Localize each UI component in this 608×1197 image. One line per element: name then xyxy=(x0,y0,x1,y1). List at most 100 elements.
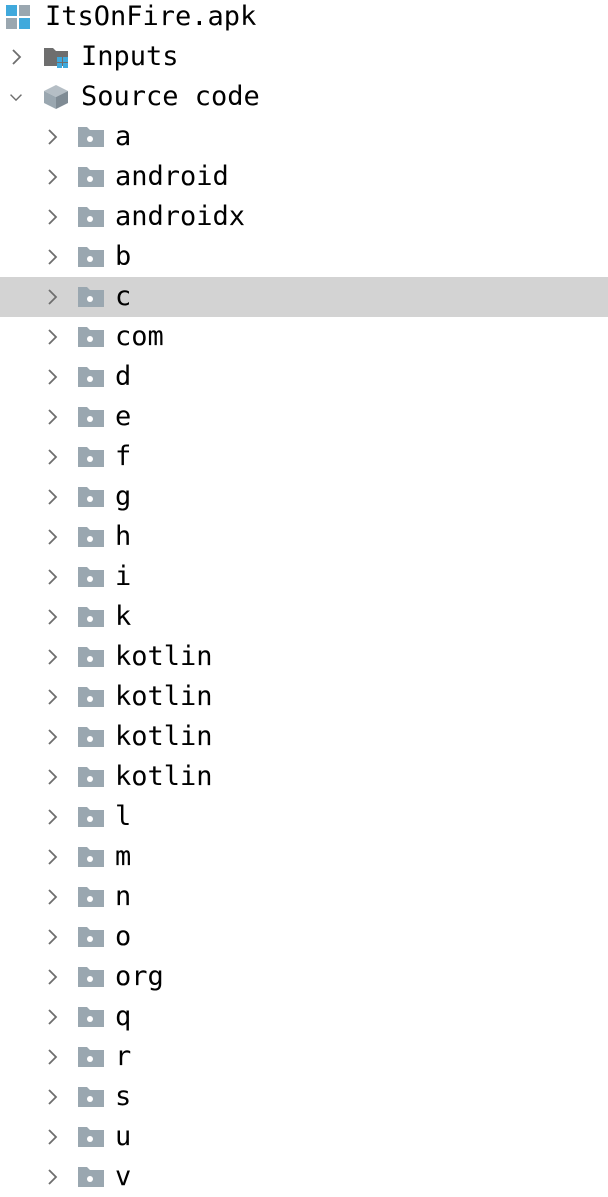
package-folder-icon xyxy=(77,204,105,230)
package-item[interactable]: s xyxy=(0,1077,608,1117)
package-label: q xyxy=(115,1001,132,1032)
chevron-right-icon[interactable] xyxy=(45,567,59,587)
chevron-right-icon[interactable] xyxy=(45,807,59,827)
package-item[interactable]: f xyxy=(0,437,608,477)
chevron-right-icon[interactable] xyxy=(45,327,59,347)
package-label: b xyxy=(115,241,132,272)
tree-item-inputs[interactable]: Inputs xyxy=(0,37,608,77)
chevron-right-icon[interactable] xyxy=(45,1087,59,1107)
chevron-right-icon[interactable] xyxy=(45,887,59,907)
package-label: i xyxy=(115,561,132,592)
chevron-right-icon[interactable] xyxy=(45,607,59,627)
package-label: kotlin xyxy=(115,681,213,712)
package-item[interactable]: androidx xyxy=(0,197,608,237)
package-folder-icon xyxy=(77,524,105,550)
chevron-right-icon[interactable] xyxy=(45,967,59,987)
chevron-right-icon[interactable] xyxy=(45,527,59,547)
package-folder-icon xyxy=(77,164,105,190)
package-item[interactable]: d xyxy=(0,357,608,397)
package-folder-icon xyxy=(77,364,105,390)
package-item[interactable]: c xyxy=(0,277,608,317)
chevron-right-icon[interactable] xyxy=(45,1007,59,1027)
package-folder-icon xyxy=(77,924,105,950)
chevron-right-icon[interactable] xyxy=(45,927,59,947)
package-item[interactable]: i xyxy=(0,557,608,597)
package-item[interactable]: e xyxy=(0,397,608,437)
package-item[interactable]: android xyxy=(0,157,608,197)
package-label: a xyxy=(115,121,132,152)
package-item[interactable]: kotlin xyxy=(0,677,608,717)
tree-item-source-code[interactable]: Source code xyxy=(0,77,608,117)
package-folder-icon xyxy=(77,404,105,430)
package-item[interactable]: com xyxy=(0,317,608,357)
package-item[interactable]: b xyxy=(0,237,608,277)
package-folder-icon xyxy=(77,804,105,830)
package-folder-icon xyxy=(77,604,105,630)
chevron-right-icon[interactable] xyxy=(45,847,59,867)
package-item[interactable]: v xyxy=(0,1157,608,1197)
package-folder-icon xyxy=(77,884,105,910)
chevron-right-icon[interactable] xyxy=(45,767,59,787)
package-item[interactable]: kotlin xyxy=(0,637,608,677)
package-label: d xyxy=(115,361,132,392)
package-folder-icon xyxy=(77,124,105,150)
package-label: f xyxy=(115,441,132,472)
package-item[interactable]: n xyxy=(0,877,608,917)
chevron-right-icon[interactable] xyxy=(45,247,59,267)
chevron-right-icon[interactable] xyxy=(9,47,23,67)
chevron-right-icon[interactable] xyxy=(45,287,59,307)
package-folder-icon xyxy=(77,444,105,470)
package-label: v xyxy=(115,1161,132,1192)
package-label: r xyxy=(115,1041,132,1072)
chevron-right-icon[interactable] xyxy=(45,1127,59,1147)
package-item[interactable]: a xyxy=(0,117,608,157)
tree-item-label: Inputs xyxy=(81,41,179,72)
tree-root-apk[interactable]: ItsOnFire.apk xyxy=(0,0,608,37)
package-folder-icon xyxy=(77,724,105,750)
chevron-right-icon[interactable] xyxy=(45,167,59,187)
package-item[interactable]: m xyxy=(0,837,608,877)
package-item[interactable]: g xyxy=(0,477,608,517)
package-folder-icon xyxy=(77,844,105,870)
package-item[interactable]: u xyxy=(0,1117,608,1157)
package-item[interactable]: kotlin xyxy=(0,757,608,797)
package-label: g xyxy=(115,481,132,512)
package-folder-icon xyxy=(77,1044,105,1070)
package-item[interactable]: kotlin xyxy=(0,717,608,757)
package-item[interactable]: org xyxy=(0,957,608,997)
package-icon xyxy=(43,84,71,110)
package-folder-icon xyxy=(77,284,105,310)
chevron-right-icon[interactable] xyxy=(45,447,59,467)
chevron-right-icon[interactable] xyxy=(45,367,59,387)
chevron-right-icon[interactable] xyxy=(45,487,59,507)
package-item[interactable]: q xyxy=(0,997,608,1037)
package-item[interactable]: o xyxy=(0,917,608,957)
tree-root-label: ItsOnFire.apk xyxy=(45,1,257,32)
chevron-right-icon[interactable] xyxy=(45,407,59,427)
chevron-right-icon[interactable] xyxy=(45,727,59,747)
package-label: android xyxy=(115,161,229,192)
package-label: s xyxy=(115,1081,132,1112)
chevron-right-icon[interactable] xyxy=(45,1167,59,1187)
package-folder-icon xyxy=(77,684,105,710)
chevron-right-icon[interactable] xyxy=(45,687,59,707)
package-item[interactable]: k xyxy=(0,597,608,637)
package-label: kotlin xyxy=(115,641,213,672)
package-label: l xyxy=(115,801,132,832)
package-folder-icon xyxy=(77,1084,105,1110)
package-label: o xyxy=(115,921,132,952)
package-label: e xyxy=(115,401,132,432)
package-folder-icon xyxy=(77,644,105,670)
chevron-right-icon[interactable] xyxy=(45,647,59,667)
chevron-right-icon[interactable] xyxy=(45,1047,59,1067)
package-folder-icon xyxy=(77,324,105,350)
package-item[interactable]: r xyxy=(0,1037,608,1077)
package-item[interactable]: l xyxy=(0,797,608,837)
chevron-right-icon[interactable] xyxy=(45,127,59,147)
chevron-right-icon[interactable] xyxy=(45,207,59,227)
package-label: m xyxy=(115,841,132,872)
package-label: k xyxy=(115,601,132,632)
package-item[interactable]: h xyxy=(0,517,608,557)
chevron-down-icon[interactable] xyxy=(9,87,23,107)
